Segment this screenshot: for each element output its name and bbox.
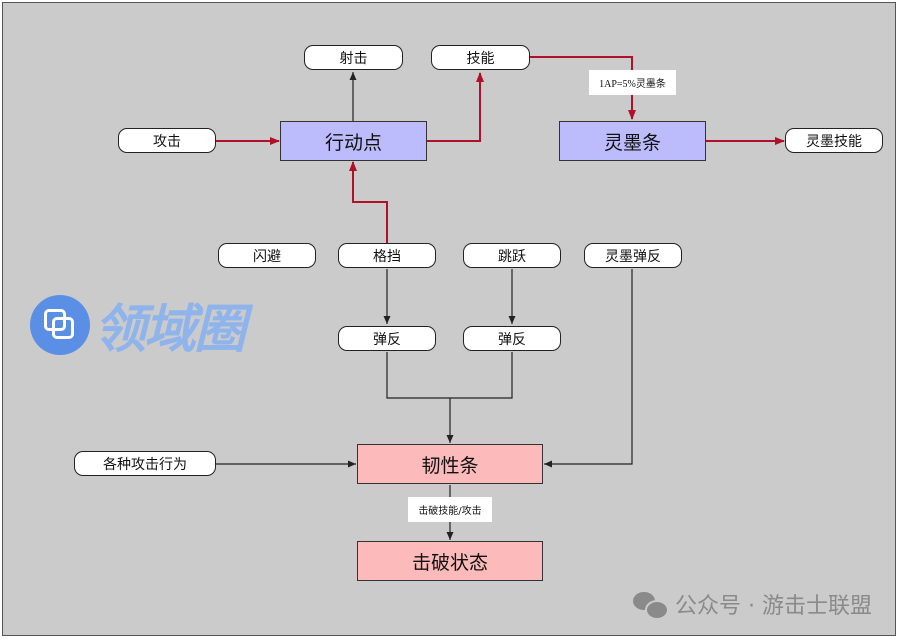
watermark-logo-icon xyxy=(30,294,90,355)
wechat-icon xyxy=(633,590,670,620)
node-shoot: 射击 xyxy=(304,45,403,70)
node-parry-2: 弹反 xyxy=(463,326,561,351)
edge-inkparry-to-toughness xyxy=(544,269,633,468)
node-ink-skill: 灵墨技能 xyxy=(785,128,883,153)
edge-ap-to-skill xyxy=(427,72,484,142)
footer-source: 公众号 · 游击士联盟 xyxy=(633,588,872,620)
node-various-attacks: 各种攻击行为 xyxy=(74,451,216,476)
node-break-state: 击破状态 xyxy=(357,541,543,581)
edge-skill-to-ink xyxy=(529,56,636,120)
footer-source-text: 公众号 · 游击士联盟 xyxy=(675,594,872,619)
edge-label-ap-conversion: 1AP=5%灵墨条 xyxy=(589,70,676,95)
node-skill: 技能 xyxy=(431,45,530,70)
edge-label-break: 击破技能/攻击 xyxy=(408,497,492,522)
edge-block-to-ap xyxy=(349,161,388,244)
node-jump: 跳跃 xyxy=(463,243,561,268)
node-ink-parry: 灵墨弹反 xyxy=(584,243,682,268)
node-action-points: 行动点 xyxy=(280,121,427,161)
edge-parry-merge xyxy=(386,352,513,399)
node-attack: 攻击 xyxy=(118,128,216,153)
node-block: 格挡 xyxy=(338,243,436,268)
watermark-text: 领域圈 xyxy=(94,300,246,360)
node-dodge: 闪避 xyxy=(218,243,316,268)
watermark: 领域圈 xyxy=(30,287,246,362)
node-parry-1: 弹反 xyxy=(338,326,436,351)
node-toughness-bar: 韧性条 xyxy=(357,444,543,484)
node-ink-bar: 灵墨条 xyxy=(559,121,706,161)
